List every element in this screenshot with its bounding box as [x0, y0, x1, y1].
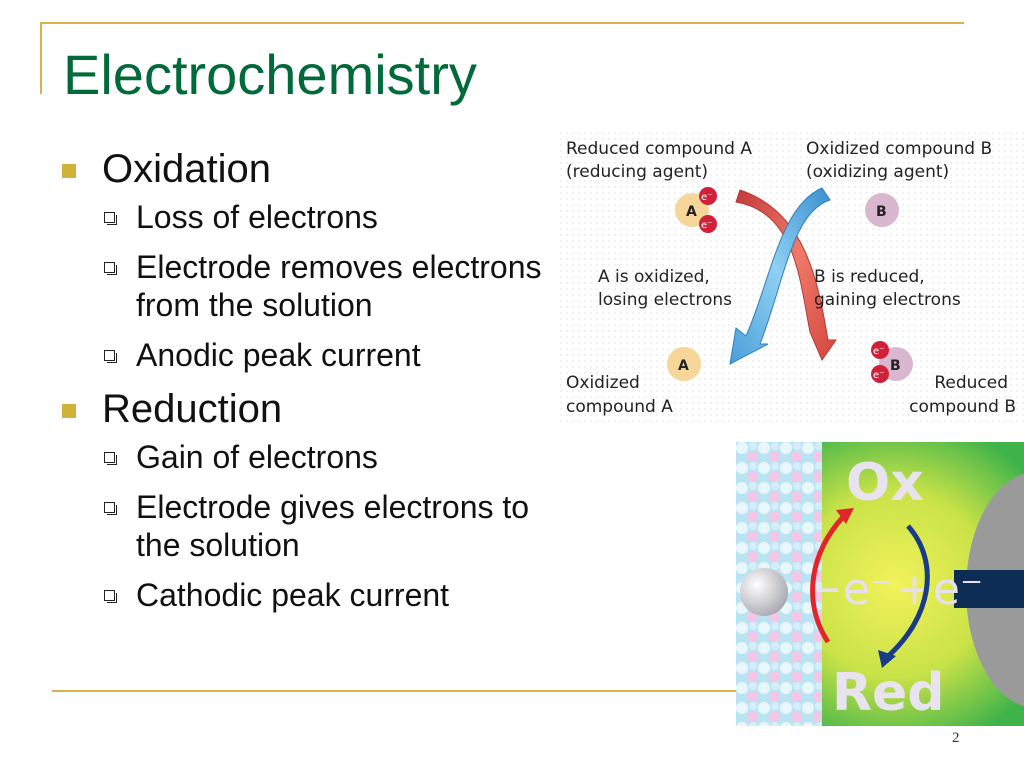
sub-bullet: Gain of electrons [60, 438, 560, 476]
blue-curved-arrow-icon [884, 524, 930, 660]
sub-bullet-text: Cathodic peak current [136, 577, 450, 613]
label-b-reduced-line1: B is reduced, [814, 267, 925, 287]
sub-bullet: Anodic peak current [60, 336, 560, 374]
ox-label: Ox [846, 453, 924, 513]
bullet-oxidation: Oxidation [60, 146, 560, 192]
bullet-heading: Reduction [102, 387, 283, 431]
hollow-square-bullet-icon [104, 350, 117, 363]
plus-electron-label: +e⁻ [896, 564, 983, 615]
label-reduced-a-line1: Reduced compound A [566, 139, 752, 159]
label-a-oxidized-line1: A is oxidized, [598, 267, 710, 287]
electron-label: e⁻ [701, 220, 712, 231]
frame-bottom-rule [52, 690, 832, 692]
atom-b-top [865, 193, 899, 227]
frame-left-rule [40, 22, 42, 94]
red-curved-arrow-icon [810, 514, 846, 644]
electron-icon [871, 365, 889, 383]
sub-bullet: Cathodic peak current [60, 576, 560, 614]
hollow-square-bullet-icon [104, 262, 117, 275]
label-reduced-b-line1: Reduced [934, 373, 1008, 393]
electron-label: e⁻ [873, 346, 884, 357]
atom-b-top-label: B [876, 204, 887, 220]
sub-bullet-text: Electrode gives electrons to the solutio… [136, 489, 530, 563]
hollow-square-bullet-icon [104, 212, 117, 225]
slide-title: Electrochemistry [63, 43, 477, 106]
label-reduced-b-line2: compound B [909, 397, 1016, 417]
blue-arrowhead-icon [878, 650, 896, 668]
label-oxidized-b-line2: (oxidizing agent) [806, 162, 949, 182]
bullet-reduction: Reduction [60, 386, 560, 432]
minus-electron-label: −e⁻ [806, 564, 893, 615]
electrode-wire [954, 570, 1024, 608]
hollow-square-bullet-icon [104, 590, 117, 603]
sub-bullet: Loss of electrons [60, 198, 560, 236]
redox-diagram: Reduced compound A (reducing agent) Oxid… [560, 132, 1024, 422]
sub-bullet: Electrode removes electrons from the sol… [60, 248, 560, 324]
square-bullet-icon [62, 404, 76, 418]
bullet-heading: Oxidation [102, 147, 271, 191]
sub-bullet-text: Electrode removes electrons from the sol… [136, 249, 542, 323]
dotted-background [560, 132, 1024, 422]
atom-a-top [675, 193, 709, 227]
bullet-list: Oxidation Loss of electrons Electrode re… [60, 146, 560, 626]
sub-bullet-text: Anodic peak current [136, 337, 421, 373]
sub-bullet-text: Gain of electrons [136, 439, 378, 475]
electron-icon [699, 215, 717, 233]
electrode-illustration: Ox Red −e⁻ +e⁻ [736, 442, 1024, 726]
electron-icon [871, 341, 889, 359]
atom-a-top-label: A [686, 204, 697, 220]
red-label: Red [832, 663, 945, 723]
electron-label: e⁻ [873, 370, 884, 381]
label-oxidized-a-line2: compound A [566, 397, 673, 417]
red-arrow-icon [735, 189, 837, 362]
frame-top-rule [40, 22, 964, 24]
hollow-square-bullet-icon [104, 452, 117, 465]
page-number: 2 [952, 730, 960, 746]
red-arrowhead-icon [836, 508, 854, 524]
label-oxidized-b-line1: Oxidized compound B [806, 139, 992, 159]
label-oxidized-a-line1: Oxidized [566, 373, 640, 393]
atom-a-bottom-label: A [678, 358, 689, 374]
label-reduced-a-line2: (reducing agent) [566, 162, 708, 182]
hollow-square-bullet-icon [104, 502, 117, 515]
atom-a-bottom [667, 347, 701, 381]
sub-bullet-text: Loss of electrons [136, 199, 378, 235]
label-a-oxidized-line2: losing electrons [598, 290, 732, 310]
electron-icon [699, 187, 717, 205]
blue-arrow-icon [729, 187, 831, 365]
electron-label: e⁻ [701, 192, 712, 203]
sub-bullet: Electrode gives electrons to the solutio… [60, 488, 560, 564]
label-b-reduced-line2: gaining electrons [814, 290, 961, 310]
atom-b-bottom-label: B [890, 358, 901, 374]
square-bullet-icon [62, 164, 76, 178]
ion-sphere [740, 568, 788, 616]
